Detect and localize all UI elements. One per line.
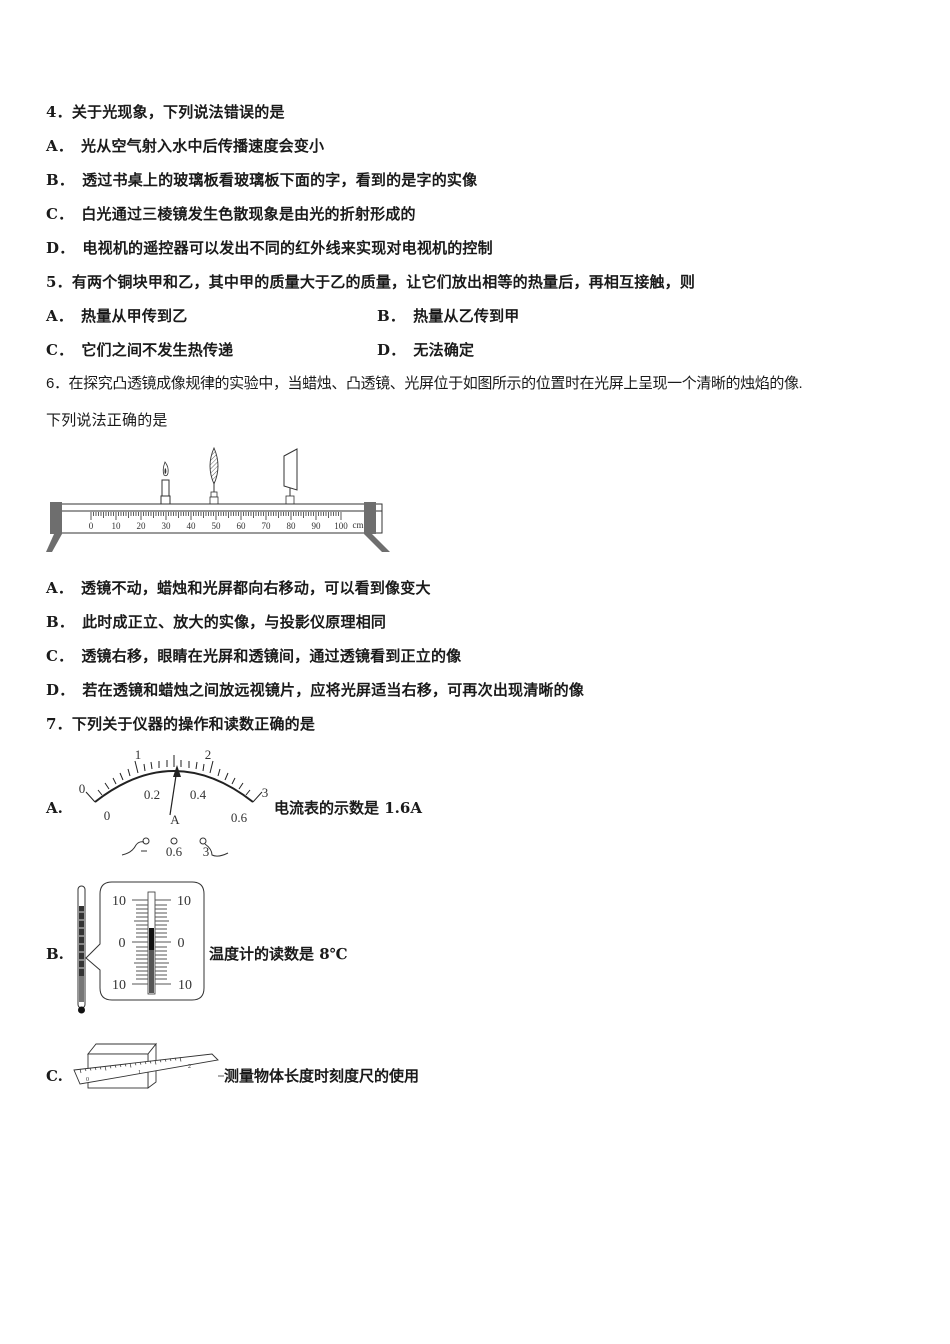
option-label: A．	[46, 579, 74, 597]
q7-option-c-label: C.	[46, 1067, 63, 1085]
svg-text:0: 0	[119, 936, 126, 951]
option-text: 透镜右移，眼睛在光屏和透镜间，通过透镜看到正立的像	[81, 647, 462, 665]
q5-stem: 5．有两个铜块甲和乙，其中甲的质量大于乙的质量，让它们放出相等的热量后，再相互接…	[46, 273, 696, 291]
q7-option-b-caption: 温度计的读数是 8℃	[209, 945, 348, 963]
svg-text:1: 1	[138, 1070, 141, 1076]
thermometer-figure: 10 0 10 10 0 10	[77, 881, 205, 1014]
svg-text:3: 3	[203, 844, 210, 859]
option-text: 热量从乙传到甲	[413, 307, 520, 325]
option-text: 若在透镜和蜡烛之间放远视镜片，应将光屏适当右移，可再次出现清晰的像	[82, 681, 585, 699]
svg-text:80: 80	[287, 521, 297, 531]
q6-stem-line1: 6．在探究凸透镜成像规律的实验中，当蜡烛、凸透镜、光屏位于如图所示的位置时在光屏…	[46, 375, 803, 392]
svg-text:10: 10	[112, 978, 126, 993]
svg-text:90: 90	[312, 521, 322, 531]
svg-text:10: 10	[112, 521, 122, 531]
svg-text:20: 20	[137, 521, 147, 531]
option-label: B．	[46, 171, 75, 189]
option-label: A．	[46, 137, 74, 155]
svg-text:0.6: 0.6	[231, 810, 248, 825]
svg-text:0: 0	[104, 808, 111, 823]
svg-text:60: 60	[237, 521, 247, 531]
option-label: C．	[46, 341, 74, 359]
q7-option-c-caption: 测量物体长度时刻度尺的使用	[224, 1067, 420, 1085]
svg-text:70: 70	[262, 521, 272, 531]
left-end-post	[50, 502, 62, 534]
option-label: C．	[46, 647, 74, 665]
svg-text:40: 40	[187, 521, 197, 531]
q4-option-c: C． 白光通过三棱镜发生色散现象是由光的折射形成的	[46, 204, 416, 224]
light-screen-icon	[283, 448, 298, 505]
ruler-labels: 0 10 20 30 40 50 60 70 80 90 100 cm	[89, 520, 364, 531]
q5-option-d: D． 无法确定	[377, 340, 474, 360]
q7-option-a-label: A.	[46, 799, 63, 817]
svg-text:0.2: 0.2	[144, 787, 160, 802]
q6-stem-line2: 下列说法正确的是	[46, 412, 168, 429]
q4-option-d: D． 电视机的遥控器可以发出不同的红外线来实现对电视机的控制	[46, 238, 493, 258]
q7-option-a-caption: 电流表的示数是 1.6A	[274, 799, 422, 817]
candle-icon	[160, 461, 171, 505]
svg-text:0: 0	[79, 781, 86, 796]
q5-option-c: C． 它们之间不发生热传递	[46, 340, 233, 360]
svg-text:100: 100	[334, 521, 348, 531]
option-text: 此时成正立、放大的实像，与投影仪原理相同	[82, 613, 387, 631]
svg-text:A: A	[170, 812, 180, 827]
svg-text:3: 3	[262, 785, 269, 800]
thermometer-liquid	[149, 928, 154, 950]
option-label: D．	[377, 341, 406, 359]
option-label: B．	[46, 613, 75, 631]
option-text: 电视机的遥控器可以发出不同的红外线来实现对电视机的控制	[82, 239, 493, 257]
svg-text:0: 0	[178, 936, 185, 951]
svg-text:0: 0	[89, 521, 94, 531]
svg-text:0: 0	[86, 1077, 89, 1083]
ruler-ticks	[90, 512, 342, 520]
q6-option-c: C． 透镜右移，眼睛在光屏和透镜间，通过透镜看到正立的像	[46, 646, 461, 666]
svg-text:1: 1	[135, 747, 142, 762]
q4-stem: 4．关于光现象，下列说法错误的是	[46, 103, 285, 121]
svg-text:10: 10	[112, 894, 126, 909]
option-label: D．	[46, 681, 75, 699]
ruler-block-figure: 0 1 2	[73, 1042, 224, 1089]
svg-text:30: 30	[162, 521, 172, 531]
q7-option-b-label: B.	[46, 945, 64, 963]
option-text: 透镜不动，蜡烛和光屏都向右移动，可以看到像变大	[81, 579, 431, 597]
ammeter-terminals	[142, 837, 207, 845]
ammeter-figure: 0 1 2 3 0 0.2 0.4 0.6 A 0.6 3	[79, 747, 269, 859]
svg-text:50: 50	[212, 521, 222, 531]
option-text: 无法确定	[413, 341, 475, 359]
option-text: 光从空气射入水中后传播速度会变小	[81, 137, 325, 155]
option-label: C．	[46, 205, 74, 223]
svg-text:2: 2	[205, 747, 212, 762]
svg-text:10: 10	[178, 978, 192, 993]
q4-option-b: B． 透过书桌上的玻璃板看玻璃板下面的字，看到的是字的实像	[46, 170, 477, 190]
option-text: 白光通过三棱镜发生色散现象是由光的折射形成的	[81, 205, 416, 223]
q6-option-a: A． 透镜不动，蜡烛和光屏都向右移动，可以看到像变大	[46, 578, 431, 598]
q7-stem: 7．下列关于仪器的操作和读数正确的是	[46, 715, 316, 733]
option-label: D．	[46, 239, 75, 257]
ruler-icon	[73, 1053, 219, 1085]
svg-text:10: 10	[177, 894, 191, 909]
optical-bench-figure: 0 10 20 30 40 50 60 70 80 90 100 cm	[46, 446, 390, 552]
q4-option-a: A． 光从空气射入水中后传播速度会变小	[46, 136, 324, 156]
option-text: 它们之间不发生热传递	[81, 341, 234, 359]
svg-text:cm: cm	[353, 520, 364, 530]
q5-option-a: A． 热量从甲传到乙	[46, 306, 187, 326]
q6-option-b: B． 此时成正立、放大的实像，与投影仪原理相同	[46, 612, 386, 632]
q6-option-d: D． 若在透镜和蜡烛之间放远视镜片，应将光屏适当右移，可再次出现清晰的像	[46, 680, 584, 700]
right-end-post	[364, 502, 376, 534]
option-text: 热量从甲传到乙	[81, 307, 188, 325]
option-text: 透过书桌上的玻璃板看玻璃板下面的字，看到的是字的实像	[82, 171, 478, 189]
option-label: B．	[377, 307, 406, 325]
svg-text:0.4: 0.4	[190, 787, 207, 802]
svg-text:0.6: 0.6	[166, 844, 183, 859]
convex-lens-icon	[209, 446, 219, 505]
svg-text:2: 2	[188, 1064, 191, 1070]
option-label: A．	[46, 307, 74, 325]
q5-option-b: B． 热量从乙传到甲	[377, 306, 520, 326]
